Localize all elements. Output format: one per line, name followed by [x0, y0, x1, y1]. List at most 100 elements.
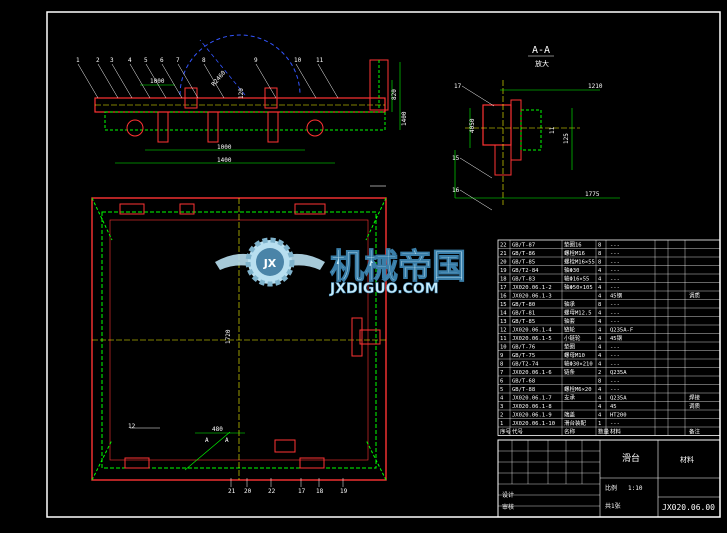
bom-cell-name: 螺栓M6×20: [564, 385, 592, 393]
bom-cell-no: 9: [500, 353, 503, 359]
lower-beam: [104, 111, 386, 131]
bom-cell-mat: ---: [610, 362, 620, 368]
part-number-8: 8: [202, 57, 206, 64]
leader-10: [295, 63, 317, 99]
bom-cell-name: 轴Φ30×210: [564, 360, 593, 368]
bom-cell-code: JX020.06.1-7: [512, 396, 552, 402]
dim-1400-right: 1400: [401, 111, 408, 126]
scale-value: 1:10: [628, 485, 643, 492]
bom-cell-no: 16: [500, 294, 507, 300]
section-plate: [510, 99, 522, 161]
plan-bracket-tl: [119, 203, 145, 215]
diag-tr: [365, 197, 387, 241]
plan-tag-A2: A: [225, 437, 229, 444]
plan-bracket-bl: [124, 457, 150, 469]
diag-br: [365, 439, 387, 481]
section-housing: [482, 104, 512, 146]
bom-cell-mat: ---: [610, 387, 620, 393]
dim-1400: 1400: [217, 157, 232, 164]
plan-bracket-tm: [179, 203, 195, 215]
part-number-4: 4: [128, 57, 132, 64]
bom-cell-qty: 8: [598, 243, 601, 249]
bom-cell-qty: 4: [598, 413, 602, 419]
plan-part-17: 17: [298, 488, 306, 495]
title-block: 滑台 JX020.06.00 比例 1:10 共1张 材料 设计 审核: [497, 439, 721, 518]
section-flange: [520, 109, 542, 151]
bom-cell-qty: 1: [598, 421, 601, 427]
bom-cell-no: 19: [500, 268, 507, 274]
bom-cell-mat: 材料: [610, 428, 622, 436]
bom-cell-no: 21: [500, 251, 507, 257]
gear-inner: [256, 248, 284, 276]
bom-cell-code: JX020.06.1-5: [512, 336, 552, 342]
plan-bracket-bm: [274, 439, 296, 453]
bom-cell-code: 代号: [512, 428, 524, 436]
bom-cell-name: 垫圈16: [564, 241, 582, 249]
plan-part-20: 20: [244, 488, 252, 495]
bom-cell-note: 焊接: [689, 394, 701, 402]
plan-tag-A: A: [205, 437, 209, 444]
bom-cell-name: 轴承: [564, 300, 576, 308]
bom-cell-mat: ---: [610, 277, 620, 283]
drawing-name: 滑台: [622, 452, 640, 464]
diag-tl: [91, 197, 113, 241]
bom-cell-name: 螺母M12.5: [564, 309, 592, 317]
bom-cell-mat: ---: [610, 302, 620, 308]
bom-cell-code: JX020.06.1-10: [512, 421, 555, 427]
bom-cell-note: 调质: [689, 402, 701, 410]
diag-bl: [91, 439, 113, 481]
bom-cell-no: 3: [500, 404, 503, 410]
bom-cell-name: 轴Φ16×55: [564, 275, 589, 283]
bom-cell-no: 12: [500, 328, 507, 334]
bom-cell-qty: 4: [598, 311, 602, 317]
dim-1000-top: 1000: [150, 78, 165, 85]
bom-cell-code: GB/T-83: [512, 277, 535, 283]
bom-cell-qty: 数量: [598, 428, 610, 436]
bom-cell-name: 支承: [564, 394, 576, 402]
section-title: A-A: [532, 45, 550, 56]
plan-bracket-br: [299, 457, 325, 469]
bom-cell-mat: Q235A-F: [610, 328, 633, 334]
bom-cell-code: GB/T-76: [512, 345, 535, 351]
leader-6: [161, 63, 183, 99]
bom-cell-no: 4: [500, 396, 504, 402]
bom-cell-mat: ---: [610, 379, 620, 385]
bom-cell-code: JX020.06.1-2: [512, 285, 552, 291]
watermark-title-en: JXDIGUO.COM: [329, 281, 439, 297]
bom-cell-mat: Q235A: [610, 370, 627, 376]
plan-dim-480-text: 480: [212, 426, 223, 433]
bom-cell-name: 垫圈: [564, 343, 576, 351]
detail-part-15: 15: [452, 155, 460, 162]
drawing-code: JX020.06.00: [662, 503, 715, 512]
arc-radius-line: [199, 39, 246, 96]
title-block-frame: [497, 439, 721, 518]
detail-part-16: 16: [452, 187, 460, 194]
leader-9: [255, 63, 277, 99]
bom-cell-code: JX020.06.1-3: [512, 294, 552, 300]
part-number-5: 5: [144, 57, 148, 64]
bom-cell-name: 滑台装配: [564, 419, 587, 427]
detail-dim-right-text: 125: [563, 133, 570, 144]
bom-cell-name: 螺栓M16×55: [564, 258, 595, 266]
detail-dim-top-text: 1210: [588, 83, 603, 90]
plan-part-18: 18: [316, 488, 324, 495]
wheel-1: [126, 119, 144, 137]
plan-bracket-tr: [294, 203, 326, 215]
plan-bracket-r2: [351, 317, 363, 357]
bom-cell-mat: ---: [610, 268, 620, 274]
bom-frame: [497, 239, 721, 436]
plan-dim-1720: 1720: [225, 329, 232, 344]
